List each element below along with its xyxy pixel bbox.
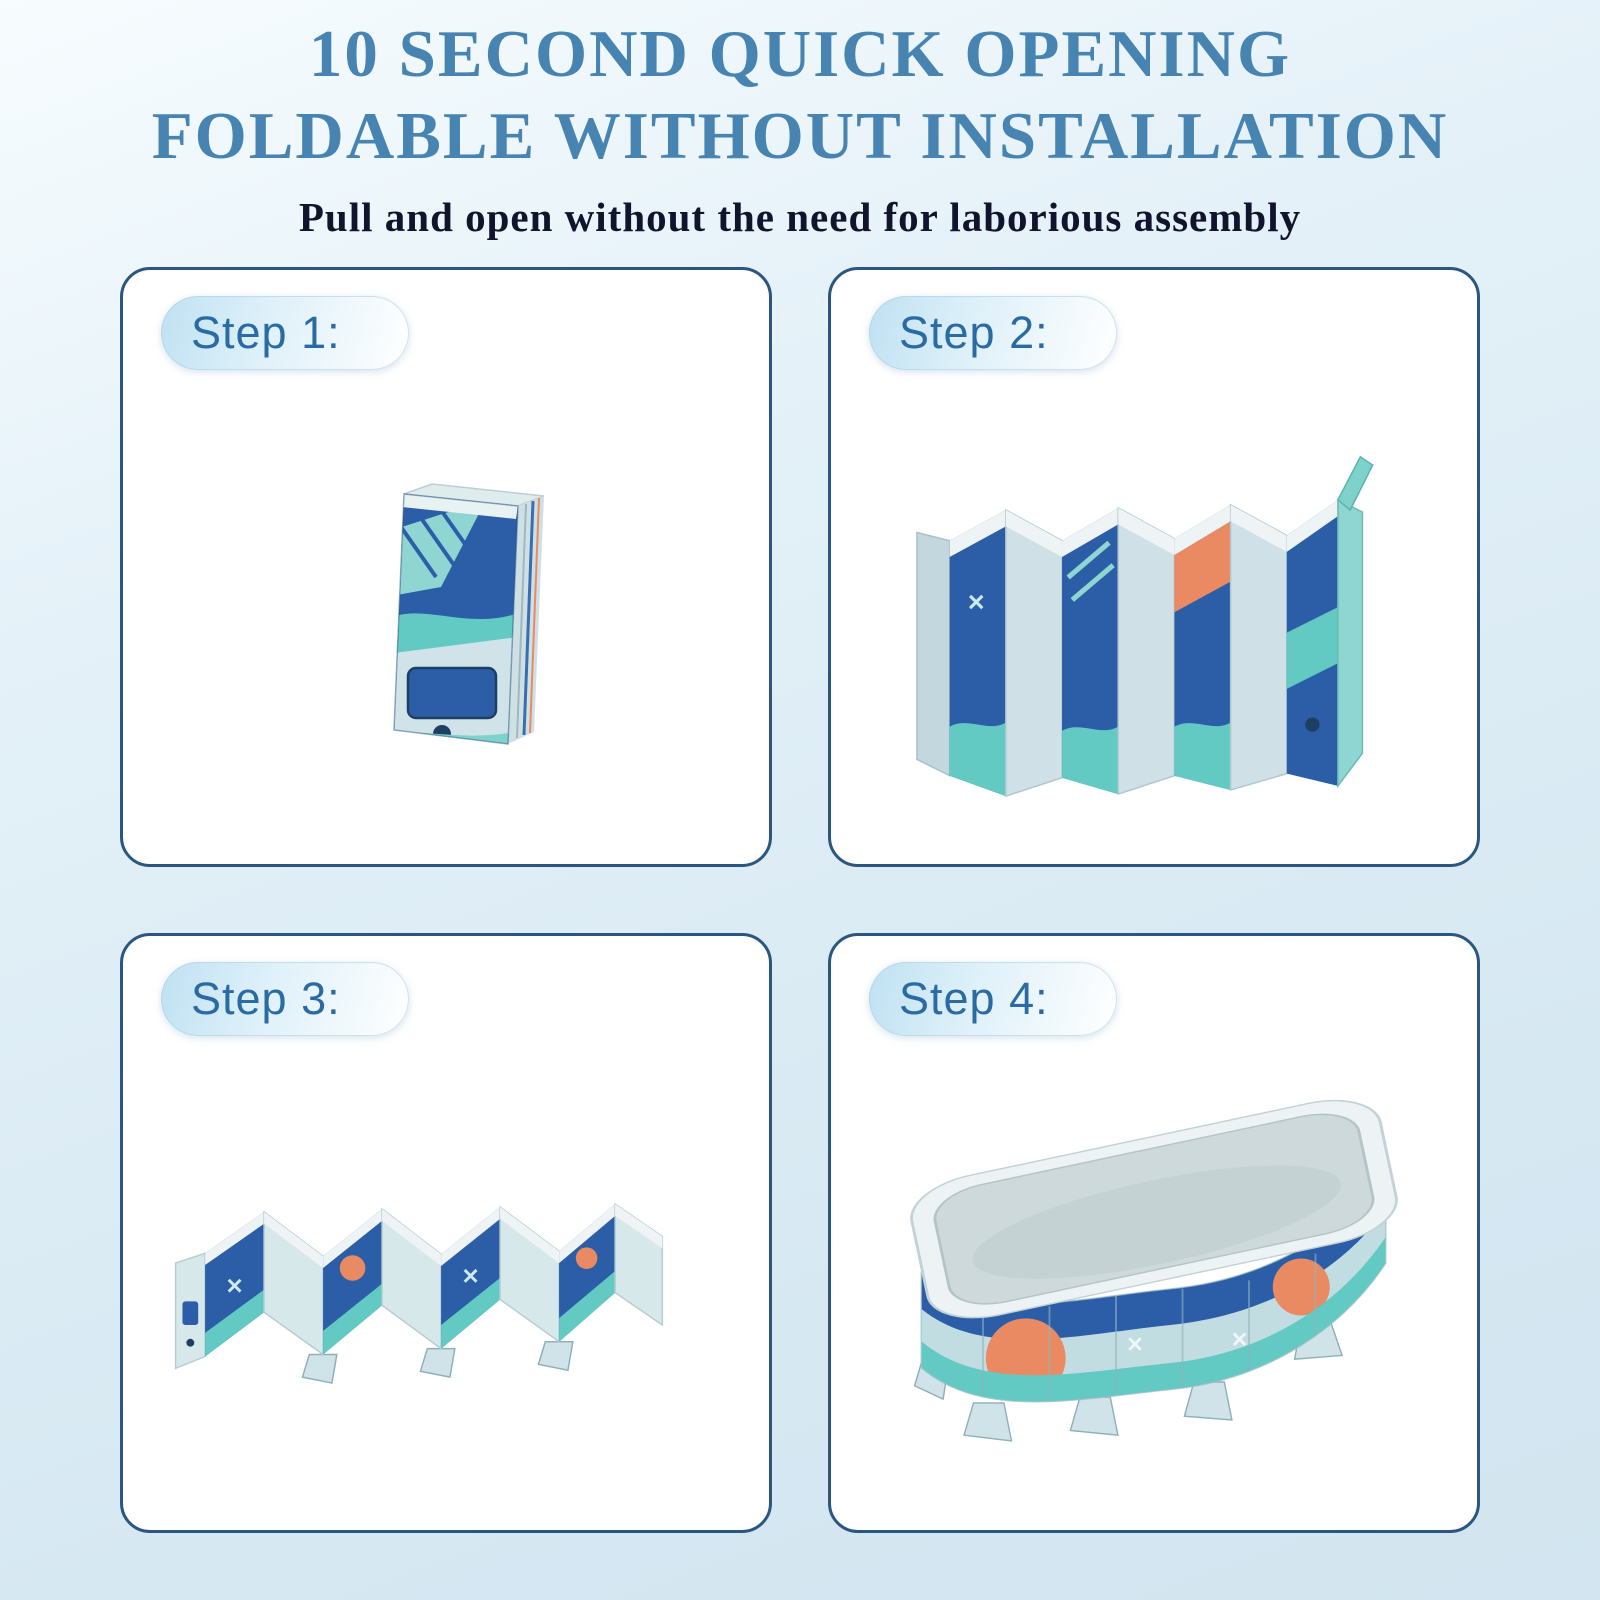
step-card-1: Step 1: <box>120 267 772 868</box>
step-1-label: Step 1: <box>191 307 341 359</box>
main-title-line2: FOLDABLE WITHOUT INSTALLATION <box>151 98 1449 173</box>
step-3-badge: Step 3: <box>161 962 409 1037</box>
step-card-4: Step 4: <box>828 933 1480 1534</box>
step-3-art <box>123 1006 769 1530</box>
step-4-badge: Step 4: <box>869 962 1117 1037</box>
pool-fully-opened-illustration <box>910 1100 1398 1443</box>
step-2-label: Step 2: <box>899 307 1049 359</box>
accordion-partially-opened-illustration <box>916 456 1374 798</box>
zigzag-walls <box>174 1203 664 1385</box>
pool-outer-walls <box>920 1171 1387 1403</box>
subtitle: Pull and open without the need for labor… <box>298 194 1302 241</box>
step-card-2: Step 2: <box>828 267 1480 868</box>
steps-grid: Step 1: <box>120 267 1480 1534</box>
step-1-badge: Step 1: <box>161 296 409 371</box>
accordion-panels <box>916 456 1374 798</box>
step-4-label: Step 4: <box>899 973 1049 1025</box>
folded-flat-pack-illustration <box>393 483 545 746</box>
folded-stack <box>393 483 545 746</box>
header: 10 SECOND QUICK OPENING FOLDABLE WITHOUT… <box>0 0 1600 241</box>
step-2-badge: Step 2: <box>869 296 1117 371</box>
step-1-art <box>123 340 769 864</box>
accordion-expanded-zigzag-illustration <box>174 1203 664 1385</box>
step-3-label: Step 3: <box>191 973 341 1025</box>
front-face-graphics <box>394 494 518 745</box>
pool-rim-and-basin <box>910 1100 1398 1319</box>
step-4-art <box>831 1006 1477 1530</box>
step-card-3: Step 3: <box>120 933 772 1534</box>
main-title-line1: 10 SECOND QUICK OPENING <box>308 17 1292 91</box>
step-2-art <box>831 340 1477 864</box>
